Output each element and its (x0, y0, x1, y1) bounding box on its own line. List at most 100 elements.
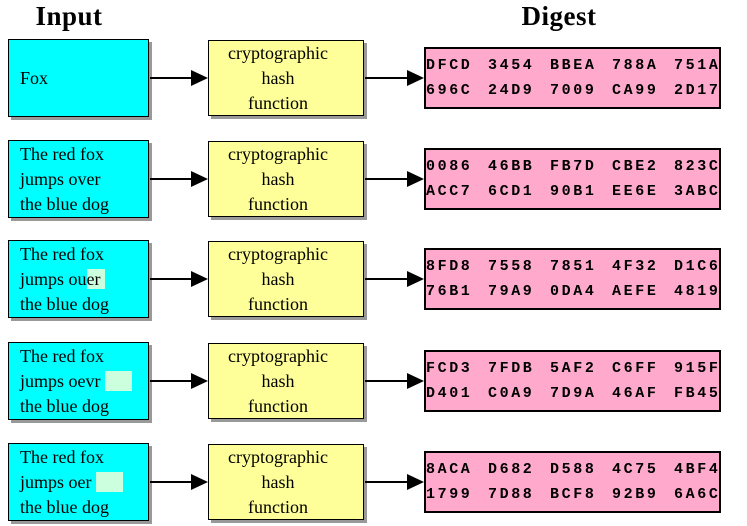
changed-letter-highlight: er (86, 268, 105, 289)
input-text: the blue dog (20, 395, 109, 416)
hash-function-label: hash (261, 168, 295, 189)
hash-function-label: cryptographic (228, 446, 328, 467)
input-text-line: the blue dog (20, 192, 148, 217)
arrow-shaft (365, 278, 411, 280)
arrow-right-icon (365, 271, 424, 287)
input-box: Fox (8, 39, 149, 117)
arrow-shaft (365, 178, 411, 180)
arrow-shaft (150, 178, 195, 180)
arrow-head (191, 271, 208, 287)
input-text-line: jumps ouer (20, 267, 148, 292)
input-text-line: The red fox (20, 142, 148, 167)
input-text-line: The red fox (20, 445, 148, 470)
input-column-header: Input (35, 1, 103, 31)
digest-box: 8FD8 7558 7851 4F32 D1C6 76B1 79A9 0DA4 … (424, 248, 721, 310)
input-box: The red fox jumps over the blue dog (8, 140, 149, 218)
hash-row: The red fox jumps ouer the blue dog cryp… (0, 240, 747, 318)
hash-row: The red fox jumps over the blue dog cryp… (0, 140, 747, 218)
hash-function-label: function (248, 395, 308, 416)
arrow-right-icon (365, 474, 424, 490)
input-text: The red fox (20, 345, 104, 366)
arrow-head (407, 171, 424, 187)
arrow-head (191, 171, 208, 187)
hash-function-label: function (248, 193, 308, 214)
input-text: Fox (20, 67, 49, 88)
hash-function-box: cryptographic hash function (208, 141, 364, 217)
arrow-right-icon (365, 70, 424, 86)
hash-row: Fox cryptographic hash function DFCD 345… (0, 39, 747, 117)
hash-function-label: hash (261, 67, 295, 88)
hash-function-label: function (248, 92, 308, 113)
hash-function-label: function (248, 496, 308, 517)
input-text: The red fox (20, 143, 104, 164)
arrow-shaft (150, 380, 195, 382)
digest-box: DFCD 3454 BBEA 788A 751A 696C 24D9 7009 … (424, 47, 721, 109)
digest-box: 8ACA D682 D588 4C75 4BF4 1799 7D88 BCF8 … (424, 451, 721, 513)
hash-function-label: hash (261, 268, 295, 289)
arrow-shaft (365, 481, 411, 483)
input-text-line: jumps oevr (20, 369, 148, 394)
arrow-head (407, 271, 424, 287)
digest-hex-line: 8FD8 7558 7851 4F32 D1C6 (426, 258, 721, 275)
arrow-head (407, 474, 424, 490)
digest-hex-line: D401 C0A9 7D9A 46AF FB45 (426, 385, 721, 402)
input-text: the blue dog (20, 496, 109, 517)
arrow-shaft (150, 77, 195, 79)
arrow-right-icon (150, 171, 208, 187)
hash-row: The red fox jumps oer the blue dog crypt… (0, 443, 747, 521)
input-box: The red fox jumps oer the blue dog (8, 443, 149, 521)
digest-hex-line: DFCD 3454 BBEA 788A 751A (426, 57, 721, 74)
input-text: jumps over (20, 168, 101, 189)
input-text-line: jumps over (20, 167, 148, 192)
input-text-line: the blue dog (20, 292, 148, 317)
input-text-line: The red fox (20, 344, 148, 369)
input-text: the blue dog (20, 193, 109, 214)
changed-letter-highlight (96, 471, 123, 492)
input-text-line: the blue dog (20, 394, 148, 419)
arrow-head (191, 70, 208, 86)
digest-column-header: Digest (521, 1, 597, 31)
hash-function-label: cryptographic (228, 345, 328, 366)
digest-box: FCD3 7FDB 5AF2 C6FF 915F D401 C0A9 7D9A … (424, 350, 721, 412)
digest-hex-line: FCD3 7FDB 5AF2 C6FF 915F (426, 360, 721, 377)
digest-hex-line: 8ACA D682 D588 4C75 4BF4 (426, 461, 721, 478)
arrow-head (407, 373, 424, 389)
digest-hex-line: 0086 46BB FB7D CBE2 823C (426, 158, 721, 175)
hash-function-label: hash (261, 370, 295, 391)
arrow-right-icon (150, 70, 208, 86)
arrow-right-icon (365, 171, 424, 187)
hash-function-box: cryptographic hash function (208, 40, 364, 116)
hash-function-label: function (248, 293, 308, 314)
arrow-shaft (365, 77, 411, 79)
input-text: jumps oer (20, 471, 96, 492)
digest-hex-line: 1799 7D88 BCF8 92B9 6A6C (426, 486, 721, 503)
hash-function-label: hash (261, 471, 295, 492)
input-text: The red fox (20, 243, 104, 264)
input-text: the blue dog (20, 293, 109, 314)
arrow-right-icon (150, 474, 208, 490)
hash-function-box: cryptographic hash function (208, 444, 364, 520)
hash-function-label: cryptographic (228, 143, 328, 164)
digest-hex-line: ACC7 6CD1 90B1 EE6E 3ABC (426, 183, 721, 200)
arrow-head (191, 373, 208, 389)
digest-box: 0086 46BB FB7D CBE2 823C ACC7 6CD1 90B1 … (424, 148, 721, 210)
hash-function-label: cryptographic (228, 243, 328, 264)
input-box: The red fox jumps oevr the blue dog (8, 342, 149, 420)
hash-function-label: cryptographic (228, 42, 328, 63)
input-text-line: Fox (20, 66, 148, 91)
input-text: jumps ou (20, 268, 87, 289)
input-text: jumps oevr (20, 370, 105, 391)
hash-function-box: cryptographic hash function (208, 241, 364, 317)
arrow-head (407, 70, 424, 86)
arrow-shaft (365, 380, 411, 382)
arrow-shaft (150, 481, 195, 483)
arrow-right-icon (365, 373, 424, 389)
arrow-right-icon (150, 373, 208, 389)
hash-function-box: cryptographic hash function (208, 343, 364, 419)
digest-hex-line: 76B1 79A9 0DA4 AEFE 4819 (426, 283, 721, 300)
input-box: The red fox jumps ouer the blue dog (8, 240, 149, 318)
arrow-head (191, 474, 208, 490)
arrow-right-icon (150, 271, 208, 287)
input-text-line: the blue dog (20, 495, 148, 520)
